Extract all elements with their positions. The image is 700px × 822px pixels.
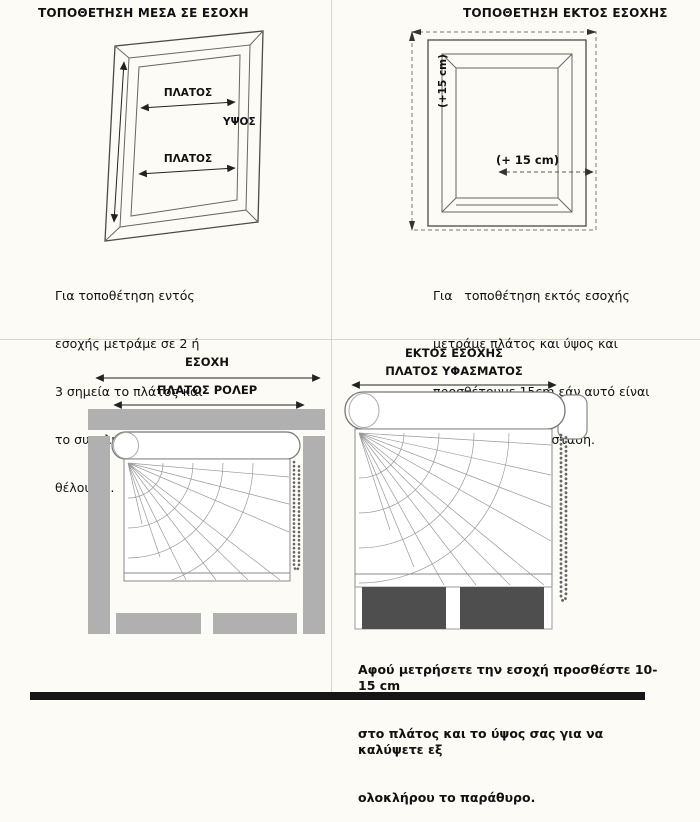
horizontal-divider — [0, 339, 700, 340]
roller-end-cap — [348, 393, 380, 428]
roller-width-label: ΠΛΑΤΟΣ ΡΟΛΕΡ — [157, 383, 257, 397]
roller-blind-measurement-guide: { "colors": { "background": "#fdfbf6", "… — [0, 0, 700, 805]
recess-frame-top — [88, 409, 325, 430]
arrow-left-icon — [411, 29, 421, 35]
caption-bottom-right: Αφού μετρήσετε την εσοχή προσθέστε 10-15… — [358, 630, 668, 822]
caption-line: μετράμε πλάτος και ύψος και — [433, 336, 618, 351]
outer-dashed-boundary — [411, 31, 597, 231]
fabric-panel — [354, 428, 553, 588]
window-inner-frame — [119, 44, 251, 228]
caption-line: Για τοποθέτηση εντός — [55, 288, 195, 303]
vertical-divider — [331, 0, 332, 692]
arrow-up-icon — [409, 31, 415, 41]
pull-chain — [559, 433, 568, 603]
width-label-top: ΠΛΑΤΟΣ — [164, 87, 212, 99]
caption-line: ολοκλήρου το παράθυρο. — [358, 790, 536, 805]
recess-label: ΕΣΟΧΗ — [185, 355, 229, 369]
caption-line: Για τοποθέτηση εκτός εσοχής — [433, 288, 630, 303]
perspective-lines — [441, 53, 573, 213]
caption-line: στο πλάτος και το ύψος σας για να καλύψε… — [358, 726, 608, 757]
fabric-mesh-pattern — [358, 432, 551, 585]
width-label-bottom: ΠΛΑΤΟΣ — [164, 153, 212, 165]
width-arrow-top — [140, 98, 236, 112]
height-arrow — [110, 61, 128, 223]
fabric-panel — [123, 458, 291, 582]
caption-line: εσοχής μετράμε σε 2 ή — [55, 336, 200, 351]
plus15-horizontal-label: (+ 15 cm) — [496, 153, 559, 167]
caption-line: Αφού μετρήσετε την εσοχή προσθέστε 10-15… — [358, 662, 658, 693]
fabric-width-label: ΠΛΑΤΟΣ ΥΦΑΣΜΑΤΟΣ — [385, 364, 523, 378]
window-outside-recess-drawing: (+15 cm) (+ 15 cm) — [409, 29, 597, 231]
recess-frame-bottom-left — [116, 613, 201, 634]
title-outside-recess: ΤΟΠΟΘΕΤΗΣΗ ΕΚΤΟΣ ΕΣΟΧΗΣ — [463, 6, 668, 20]
recess-frame-right — [303, 436, 325, 634]
height-label: ΥΨΟΣ — [222, 116, 256, 128]
window-frame-outer — [427, 39, 587, 227]
arrow-down-icon — [409, 221, 415, 231]
recess-roller-drawing: ΕΣΟΧΗ ΠΛΑΤΟΣ ΡΟΛΕΡ — [88, 355, 325, 634]
arrow-right-icon — [587, 29, 597, 35]
bottom-black-bar — [30, 692, 645, 700]
corner-lines — [104, 30, 264, 242]
recess-opening-right — [460, 587, 544, 629]
window-opening — [455, 67, 559, 199]
recess-frame-left — [88, 436, 110, 634]
fabric-mesh-pattern — [127, 462, 289, 580]
roller-tube — [344, 391, 566, 430]
width-arrow-bottom — [138, 164, 236, 178]
pull-chain — [292, 460, 301, 572]
window-frame-inner — [441, 53, 573, 213]
window-opening — [130, 54, 241, 217]
caption-line: 3 σημεία το πλάτος και — [55, 384, 203, 399]
window-inside-recess-drawing: ΠΛΑΤΟΣ ΥΨΟΣ ΠΛΑΤΟΣ — [104, 30, 264, 242]
plus15-vertical-label: (+15 cm) — [437, 54, 449, 108]
recess-opening-left — [362, 587, 446, 629]
outside-recess-title: ΕΚΤΟΣ ΕΣΟΧΗΣ — [405, 346, 503, 360]
outside-roller-drawing: ΕΚΤΟΣ ΕΣΟΧΗΣ ΠΛΑΤΟΣ ΥΦΑΣΜΑΤΟΣ — [344, 346, 588, 630]
recess-frame-bottom-right — [213, 613, 297, 634]
roller-tube — [111, 431, 301, 460]
title-inside-recess: ΤΟΠΟΘΕΤΗΣΗ ΜΕΣΑ ΣΕ ΕΣΟΧΗ — [38, 6, 249, 20]
